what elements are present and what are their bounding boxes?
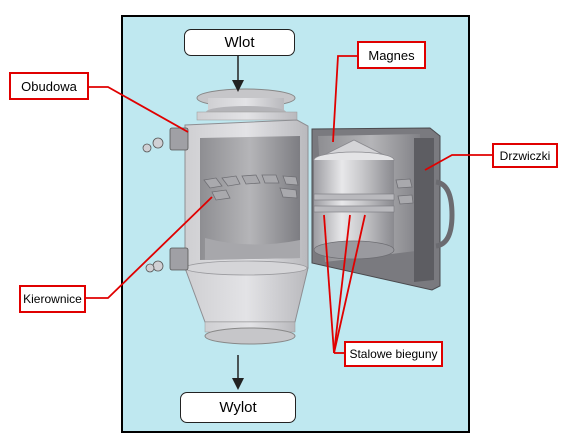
magnet-label: Magnes — [368, 47, 415, 63]
pole-leader-line-2 — [333, 214, 366, 354]
inlet-flange — [196, 88, 298, 121]
magnet-cylinder — [313, 139, 395, 260]
magnet-leader-line — [332, 55, 357, 143]
housing-label: Obudowa — [21, 78, 77, 94]
inlet-label: Wlot — [224, 34, 255, 51]
door-label: Drzwiczki — [499, 148, 551, 163]
housing-label-box: Obudowa — [9, 72, 89, 100]
steel-poles-label-box: Stalowe bieguny — [344, 341, 443, 367]
pole-leader-line-3 — [323, 214, 335, 354]
outlet-label-box: Wylot — [180, 392, 296, 423]
guide-vanes — [203, 174, 299, 201]
guides-leader-line — [85, 196, 213, 299]
guides-label: Kierownice — [23, 292, 82, 306]
leader-lines — [85, 55, 492, 354]
clamps-left — [142, 127, 189, 273]
magnet-label-box: Magnes — [357, 41, 426, 69]
housing-leader-line — [89, 86, 189, 133]
door-label-box: Drzwiczki — [492, 143, 558, 168]
housing-body — [184, 119, 309, 345]
inlet-label-box: Wlot — [184, 29, 295, 56]
steel-poles-label: Stalowe bieguny — [349, 347, 438, 361]
outlet-label: Wylot — [219, 399, 257, 416]
pole-leader-line-1 — [333, 214, 351, 354]
guides-label-box: Kierownice — [19, 285, 86, 313]
door-leader-line — [424, 154, 492, 171]
